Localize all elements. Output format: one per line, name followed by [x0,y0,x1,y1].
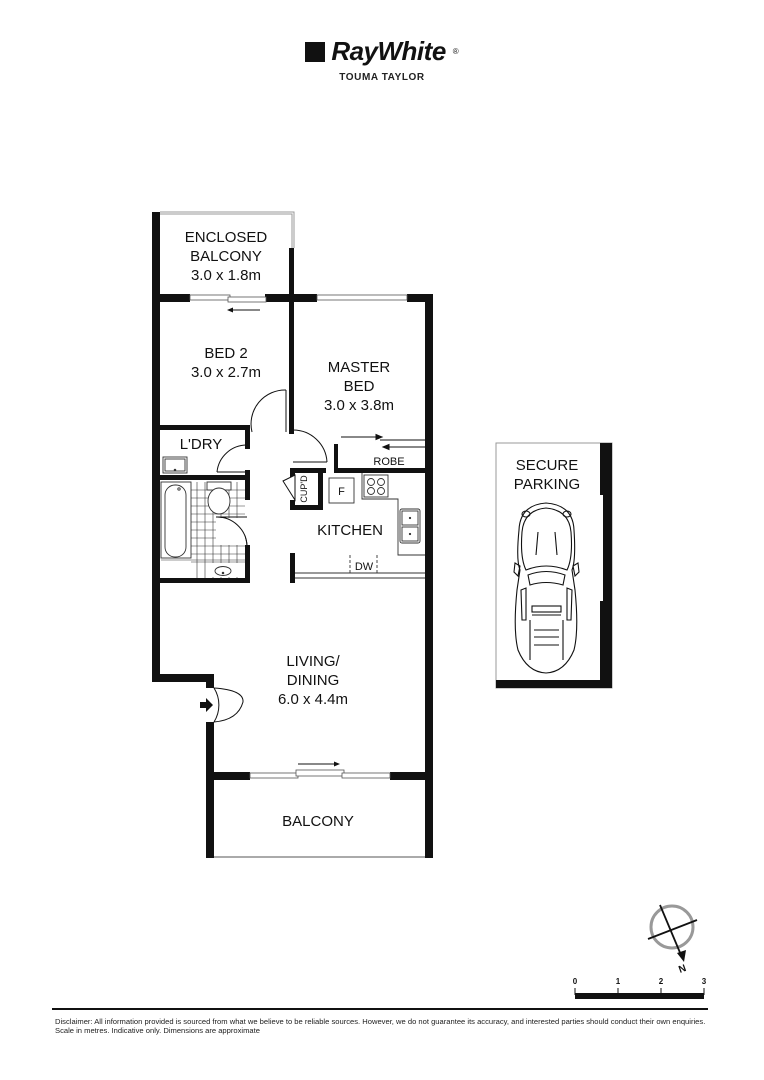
robe-sliding-door [341,433,430,451]
bed2-label: BED 2 [204,345,247,362]
dishwasher-label: DW [355,561,374,573]
office-name: TOUMA TAYLOR [339,72,425,83]
window-master-bed [316,294,408,301]
ray-white-logo: RayWhite ® [305,36,459,67]
kitchen-label: KITCHEN [317,522,383,539]
bed2-dims: 3.0 x 2.7m [191,364,261,381]
scale-bar: 0 1 2 3 [573,977,707,999]
master-bed-label-1: MASTER [328,359,391,376]
enclosed-balcony-dims: 3.0 x 1.8m [191,267,261,284]
door-master [292,429,328,463]
internal-walls [152,294,433,583]
brand-header: RayWhite ® [0,36,764,67]
door-bed2 [250,389,287,433]
fridge-label: F [338,486,345,498]
living-dining-dims: 6.0 x 4.4m [278,691,348,708]
entry-arrow-icon [200,698,213,712]
compass-icon: N [647,904,698,976]
living-dining-label-2: DINING [287,672,340,689]
scale-tick-3: 3 [702,977,707,986]
kitchen-bench [295,555,425,579]
cupboard-label: CUP'D [299,475,309,503]
enclosed-balcony [160,211,295,298]
basin-icon [212,563,244,577]
sink-icon [399,508,421,544]
parking-label-1: SECURE [516,457,579,474]
brand-name: RayWhite [331,36,446,66]
logo-square-icon [305,41,326,62]
north-label: N [677,963,688,976]
living-dining-label-1: LIVING/ [286,653,340,670]
registered-mark: ® [452,47,459,56]
enclosed-balcony-label-2: BALCONY [190,248,262,265]
car-icon [513,502,580,674]
sliding-door-bed2 [189,294,267,313]
enclosed-balcony-label-1: ENCLOSED [185,229,268,246]
laundry-tub-icon [162,456,188,474]
door-entry [213,687,244,723]
disclaimer: Disclaimer: All information provided is … [55,1017,735,1035]
master-bed-label-2: BED [344,378,375,395]
cooktop-icon [361,473,425,556]
disclaimer-line-2: Scale in metres. Indicative only. Dimens… [55,1026,260,1035]
door-laundry [216,444,248,473]
disclaimer-line-1: Disclaimer: All information provided is … [55,1017,706,1026]
toilet-icon [206,481,232,515]
sliding-door-balcony [249,761,391,779]
cupboard: CUP'D [282,474,309,503]
fridge: F [328,477,355,504]
scale-tick-1: 1 [616,977,621,986]
laundry-label: L'DRY [180,436,223,453]
master-bed-dims: 3.0 x 3.8m [324,397,394,414]
bathroom-door-clear [215,516,248,547]
balcony-label: BALCONY [282,813,354,830]
scale-tick-2: 2 [659,977,664,986]
secure-parking: SECURE PARKING [495,442,613,689]
scale-tick-0: 0 [573,977,578,986]
bathtub-icon [160,481,192,559]
footer-divider [52,1008,708,1010]
robe-label: ROBE [373,456,404,468]
parking-label-2: PARKING [514,476,580,493]
